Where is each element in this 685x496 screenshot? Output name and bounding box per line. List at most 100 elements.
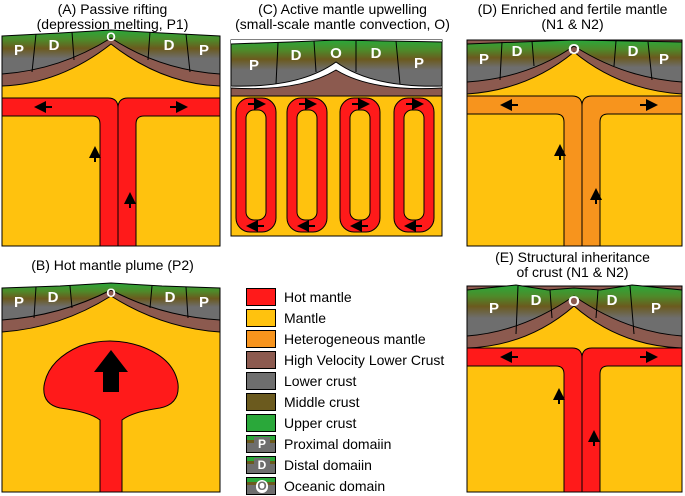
- panel-c-fault-2: [313, 40, 317, 73]
- legend-item-distal: D Distal domaiin: [246, 456, 466, 474]
- legend-item-heterogeneous-mantle: Heterogeneous mantle: [246, 330, 466, 348]
- legend-label: Hot mantle: [284, 289, 352, 305]
- legend-swatch-oceanic: O: [246, 477, 276, 495]
- legend-swatch-middle-crust: [246, 393, 276, 411]
- panel-d-fault-1: [499, 41, 503, 81]
- legend-label: Distal domaiin: [284, 457, 372, 473]
- panel-b-plume: [43, 340, 179, 493]
- panel-c-fault-1: [275, 42, 279, 85]
- legend-label: Proximal domaiin: [284, 436, 392, 452]
- panel-d-heterogeneous-mantle-left: [466, 95, 583, 247]
- panel-b-fault-2: [69, 285, 73, 309]
- panel-a-label-d-left: D: [49, 37, 60, 54]
- panel-b-label-d-right: D: [165, 289, 176, 306]
- panel-b: [1, 282, 221, 493]
- panel-e-title: (E) Structural inheritance of crust (N1 …: [460, 250, 685, 280]
- panel-c-flow-arrows: [246, 98, 424, 232]
- legend-label: Lower crust: [284, 373, 357, 389]
- panel-d-title: (D) Enriched and fertile mantle (N1 & N2…: [460, 2, 685, 32]
- panel-b-fault-1: [33, 286, 37, 319]
- panel-e-label-d-right: D: [607, 292, 618, 309]
- legend-swatch-distal: D: [246, 456, 276, 474]
- panel-c-convection-cell-2: [286, 97, 328, 233]
- legend-swatch-proximal: P: [246, 435, 276, 453]
- panel-b-label-d-left: D: [48, 289, 59, 306]
- panel-e-fault-3: [595, 289, 599, 319]
- legend-swatch-mantle: [246, 309, 276, 327]
- panel-a-fault-2: [71, 31, 75, 61]
- panel-a-title-line1: (A) Passive rifting: [57, 1, 168, 17]
- legend-item-oceanic: O Oceanic domain: [246, 477, 466, 495]
- legend-letter-d: D: [254, 458, 270, 473]
- panel-d-fault-2: [531, 40, 535, 67]
- panel-e-fault-1: [515, 285, 519, 335]
- panel-e-label-o: O: [568, 293, 580, 310]
- panel-e: [466, 284, 683, 493]
- legend-label: High Velocity Lower Crust: [284, 352, 445, 368]
- legend-swatch-upper-crust: [246, 414, 276, 432]
- panel-c-title: (C) Active mantle upwelling (small-scale…: [225, 2, 460, 32]
- panel-c-crust: [230, 39, 443, 87]
- panel-e-hot-mantle-left: [466, 347, 583, 493]
- panel-d-crust: [466, 39, 683, 83]
- panel-a-hot-mantle-right: [117, 97, 221, 247]
- panel-b-plume-arrow: [94, 350, 128, 392]
- panel-a-title-line2: (depression melting, P1): [36, 16, 189, 32]
- panel-b-label-o: O: [106, 286, 115, 300]
- panel-e-label-p-left: P: [489, 300, 499, 317]
- panel-a-hot-mantle-left: [1, 97, 119, 247]
- panel-a-label-p-left: P: [14, 42, 24, 59]
- panel-a-title: (A) Passive rifting (depression melting,…: [0, 2, 225, 32]
- panel-c-label-p-right: P: [414, 55, 424, 72]
- legend-swatch-heterogeneous-mantle: [246, 330, 276, 348]
- panel-c-label-d-left: D: [291, 47, 302, 64]
- panel-a-fault-3: [147, 31, 151, 61]
- panel-a: [1, 29, 221, 247]
- legend-swatch-hvlc: [246, 351, 276, 369]
- panel-c-title-line2: (small-scale mantle convection, O): [235, 16, 450, 32]
- legend-item-lower-crust: Lower crust: [246, 372, 466, 390]
- legend-item-upper-crust: Upper crust: [246, 414, 466, 432]
- legend-label: Heterogeneous mantle: [284, 331, 426, 347]
- panel-d-heterogeneous-mantle-right: [581, 95, 683, 247]
- panel-d-fault-3: [613, 40, 617, 67]
- panel-e-fault-4: [629, 285, 635, 335]
- block-labels: P D O D P P D O D P P D O D P P D O D P …: [14, 30, 669, 317]
- legend-label: Mantle: [284, 310, 327, 326]
- panel-b-title: (B) Hot mantle plume (P2): [0, 258, 225, 273]
- legend-item-mantle: Mantle: [246, 309, 466, 327]
- panel-c: [230, 39, 443, 237]
- legend-item-hvlc: High Velocity Lower Crust: [246, 351, 466, 369]
- panel-b-fault-4: [185, 286, 189, 319]
- legend-item-proximal: P Proximal domaiin: [246, 435, 466, 453]
- panel-c-label-o: O: [330, 45, 342, 62]
- panel-c-convection-cell-3: [339, 97, 381, 233]
- legend-item-middle-crust: Middle crust: [246, 393, 466, 411]
- legend-label: Upper crust: [284, 415, 357, 431]
- panel-d-title-line1: (D) Enriched and fertile mantle: [477, 1, 668, 17]
- panel-c-fault-4: [395, 40, 401, 85]
- panel-b-crust: [1, 282, 221, 321]
- panel-d-label-d-left: D: [512, 43, 523, 60]
- panel-b-title-line1: (B) Hot mantle plume (P2): [31, 257, 194, 273]
- panel-c-convection-cell-4: [393, 97, 435, 233]
- panel-c-convection-cell-1: [235, 97, 277, 233]
- panel-a-label-o: O: [106, 30, 115, 44]
- legend-swatch-hot-mantle: [246, 288, 276, 306]
- panel-e-title-line1: (E) Structural inheritance: [495, 249, 650, 265]
- panel-d-label-d-right: D: [628, 43, 639, 60]
- panel-a-label-p-right: P: [199, 42, 209, 59]
- panel-d-label-p-right: P: [659, 51, 669, 68]
- panel-d: [466, 39, 683, 247]
- legend-letter-p: P: [254, 437, 270, 452]
- panel-e-title-line2: of crust (N1 & N2): [516, 264, 629, 280]
- legend-item-hot-mantle: Hot mantle: [246, 288, 466, 306]
- legend-label: Oceanic domain: [284, 478, 386, 494]
- panel-c-hvlc: [230, 69, 443, 97]
- panel-a-label-d-right: D: [164, 37, 175, 54]
- panel-d-fault-4: [647, 41, 653, 81]
- panel-e-crust: [466, 284, 683, 337]
- panel-b-label-p-left: P: [14, 294, 24, 311]
- panel-a-fault-4: [185, 33, 191, 73]
